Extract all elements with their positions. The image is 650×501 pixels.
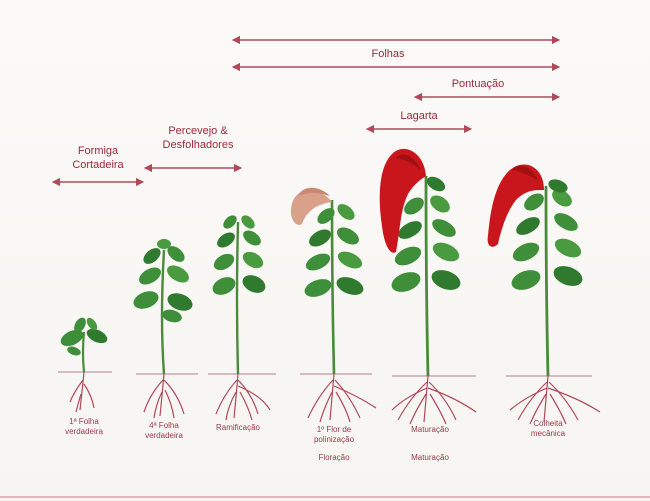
plant-stage-3 [210, 213, 270, 420]
stage-sublabel-4: Floração [318, 453, 350, 462]
plant-stage-4 [291, 188, 376, 422]
plant-stage-5 [380, 149, 476, 424]
plant-stage-6 [488, 164, 600, 424]
pontuacao-label: Pontuação [452, 78, 505, 90]
folhas-label: Folhas [371, 48, 405, 60]
lagarta-range: Lagarta [370, 110, 468, 129]
percevejo-range: Percevejo &Desfolhadores [148, 125, 238, 168]
plant-stage-2 [131, 239, 195, 418]
percevejo-label: Percevejo &Desfolhadores [163, 125, 234, 151]
folhas-range: Folhas [236, 48, 556, 67]
pontuacao-range: Pontuação [418, 78, 556, 97]
soil-lines [58, 372, 592, 376]
stage-label-3: Ramificação [216, 423, 261, 432]
stage-label-5: Maturação [411, 425, 449, 434]
stage-sublabel-5: Maturação [411, 453, 449, 462]
plant-stage-1 [58, 316, 109, 412]
lagarta-label: Lagarta [400, 110, 438, 122]
